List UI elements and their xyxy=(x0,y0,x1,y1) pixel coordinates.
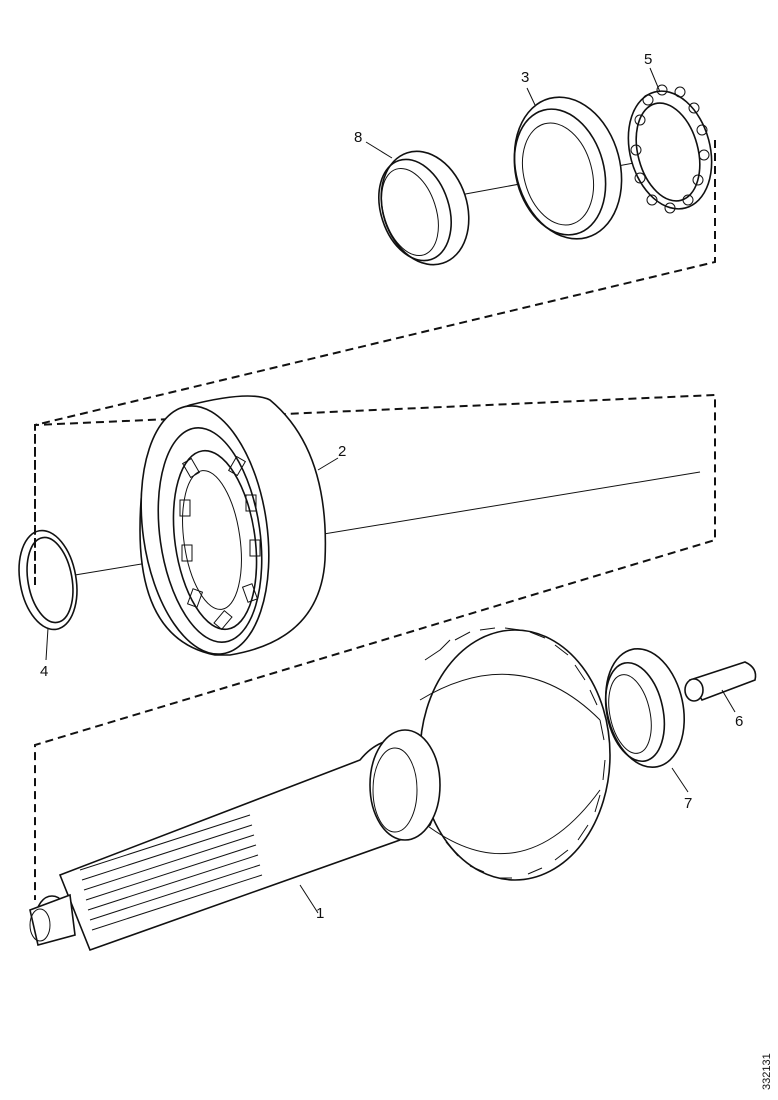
part-7-bearing-cone xyxy=(604,647,686,769)
assembly-frame-middle xyxy=(34,393,716,900)
part-label-6: 6 xyxy=(735,713,743,730)
part-2-roller-bearing xyxy=(139,395,327,656)
part-label-5: 5 xyxy=(644,51,652,68)
part-1-input-shaft xyxy=(29,627,611,952)
leader-lines xyxy=(45,67,736,914)
part-label-1: 1 xyxy=(316,905,324,922)
part-label-2: 2 xyxy=(338,443,346,460)
part-label-3: 3 xyxy=(521,69,529,86)
part-6-pin xyxy=(684,661,757,702)
part-label-8: 8 xyxy=(354,129,362,146)
part-4-snap-ring xyxy=(18,529,78,631)
part-5-roller-cage xyxy=(627,84,713,214)
part-label-4: 4 xyxy=(40,663,48,680)
part-8-spacer-ring xyxy=(378,150,470,266)
part-label-7: 7 xyxy=(684,795,692,812)
part-3-bearing-race xyxy=(513,96,623,240)
reference-number: 332131 xyxy=(761,1053,773,1090)
